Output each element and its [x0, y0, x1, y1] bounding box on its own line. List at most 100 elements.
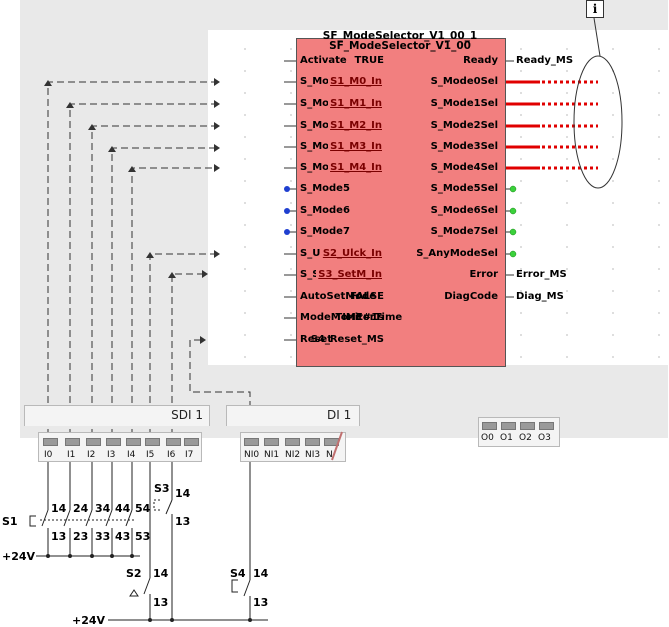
junction-dot [148, 618, 152, 622]
var-tag: S2_Ulck_In [320, 248, 384, 259]
contact-number: 23 [73, 530, 89, 543]
junction-dot [90, 554, 94, 558]
input-var-unlock[interactable]: S2_Ulck_In [320, 248, 384, 260]
junction-dot [130, 554, 134, 558]
terminal-label: O0 [481, 433, 494, 443]
switch-s2-label: S2 [126, 567, 142, 580]
info-icon[interactable]: i [586, 0, 604, 18]
input-var-mode1[interactable]: S1_M1_In [328, 98, 384, 110]
unconnected-dot [284, 208, 290, 214]
var-tag: S3_SetM_In [316, 269, 384, 280]
terminal-label: O2 [519, 433, 532, 443]
terminal-label: I7 [185, 450, 194, 460]
input-value-autosetmode[interactable]: FALSE [350, 291, 384, 302]
pin-modemonitortime: ModeMonitorTime [300, 312, 403, 323]
fb-instance-name: SF_ModeSelector_V1_00_1 [322, 30, 478, 42]
wire-reset [189, 339, 251, 408]
terminal-i0[interactable] [43, 438, 58, 446]
supply-label-2: +24V [72, 614, 106, 627]
di-terminal-strip [240, 432, 346, 462]
terminal-i3[interactable] [106, 438, 121, 446]
wire-setmode [171, 273, 202, 436]
var-tag: S1_M1_In [328, 98, 384, 109]
output-var-diagcode[interactable]: Diag_MS [516, 291, 564, 302]
unconnected-dot [284, 186, 290, 192]
pin-s-mode1: S_Mode1 [300, 98, 350, 109]
di-module-header: DI 1 [226, 405, 360, 426]
unconnected-dot [509, 228, 517, 236]
function-block[interactable] [296, 38, 506, 367]
pin-activate: Activate [300, 55, 347, 66]
output-var-error[interactable]: Error_MS [516, 269, 567, 280]
pin-s-mode4: S_Mode4 [300, 162, 350, 173]
junction-dot [110, 554, 114, 558]
wire-mode2 [91, 125, 214, 436]
pin-error: Error [469, 269, 499, 280]
wire-mode4 [131, 167, 214, 436]
junction-dot [46, 554, 50, 558]
terminal-i7[interactable] [184, 438, 199, 446]
terminal-label: NI1 [264, 450, 280, 460]
terminal-label: NI3 [305, 450, 321, 460]
pin-s-mode7: S_Mode7 [300, 226, 350, 237]
contact-number: 44 [115, 502, 131, 515]
contact-number: 14 [253, 567, 269, 580]
terminal-i5[interactable] [145, 438, 160, 446]
input-var-mode0[interactable]: S1_M0_In [328, 76, 384, 88]
switch-s4-label: S4 [230, 567, 246, 580]
input-value-monitortime[interactable]: TIME#1s [335, 312, 384, 323]
terminal-o2[interactable] [520, 422, 535, 430]
switch-s3-label: S3 [154, 482, 170, 495]
terminal-label: I4 [127, 450, 136, 460]
pin-s-mode0: S_Mode0 [300, 76, 350, 87]
contact-number: 54 [135, 502, 151, 515]
terminal-o1[interactable] [501, 422, 516, 430]
contact-number: 13 [153, 596, 169, 609]
contact-number: 13 [253, 596, 269, 609]
var-tag: S1_M0_In [328, 76, 384, 87]
unconnected-dot [284, 229, 290, 235]
terminal-ni1[interactable] [264, 438, 279, 446]
pin-s-mode7sel: S_Mode7Sel [430, 226, 498, 237]
terminal-i6[interactable] [166, 438, 181, 446]
callout-ellipse [573, 55, 623, 189]
pin-s-mode5sel: S_Mode5Sel [430, 183, 498, 194]
var-tag: S1_M3_In [328, 141, 384, 152]
terminal-label: I6 [167, 450, 176, 460]
pin-s-anymodesel: S_AnyModeSel [416, 248, 498, 259]
contact-number: 14 [175, 487, 191, 500]
contact-number: 34 [95, 502, 111, 515]
input-var-reset[interactable]: S4_Reset_MS [310, 334, 384, 345]
pin-s-mode1sel: S_Mode1Sel [430, 98, 498, 109]
junction-dot [170, 618, 174, 622]
input-value-activate[interactable]: TRUE [354, 55, 384, 66]
terminal-ni3[interactable] [305, 438, 320, 446]
switch-s1-label: S1 [2, 515, 18, 528]
terminal-label: N [326, 450, 333, 460]
unconnected-dot [509, 207, 517, 215]
pin-s-mode0sel: S_Mode0Sel [430, 76, 498, 87]
pin-s-mode2: S_Mode2 [300, 120, 350, 131]
pin-s-mode3: S_Mode3 [300, 141, 350, 152]
output-var-ready[interactable]: Ready_MS [516, 55, 574, 66]
terminal-ni0[interactable] [244, 438, 259, 446]
contact-number: 14 [153, 567, 169, 580]
contact-number: 24 [73, 502, 89, 515]
input-var-mode2[interactable]: S1_M2_In [328, 120, 384, 132]
input-var-setmode[interactable]: S3_SetM_In [316, 269, 384, 281]
terminal-i1[interactable] [65, 438, 80, 446]
contact-number: 14 [51, 502, 67, 515]
terminal-i4[interactable] [126, 438, 141, 446]
sdi-module-header: SDI 1 [24, 405, 210, 426]
terminal-o3[interactable] [539, 422, 554, 430]
input-var-mode4[interactable]: S1_M4_In [328, 162, 384, 174]
terminal-label: I2 [87, 450, 96, 460]
terminal-label: I5 [146, 450, 155, 460]
var-tag: S1_M4_In [328, 162, 384, 173]
input-var-mode3[interactable]: S1_M3_In [328, 141, 384, 153]
terminal-ni2[interactable] [285, 438, 300, 446]
contact-number: 33 [95, 530, 111, 543]
terminal-o0[interactable] [482, 422, 497, 430]
terminal-i2[interactable] [86, 438, 101, 446]
